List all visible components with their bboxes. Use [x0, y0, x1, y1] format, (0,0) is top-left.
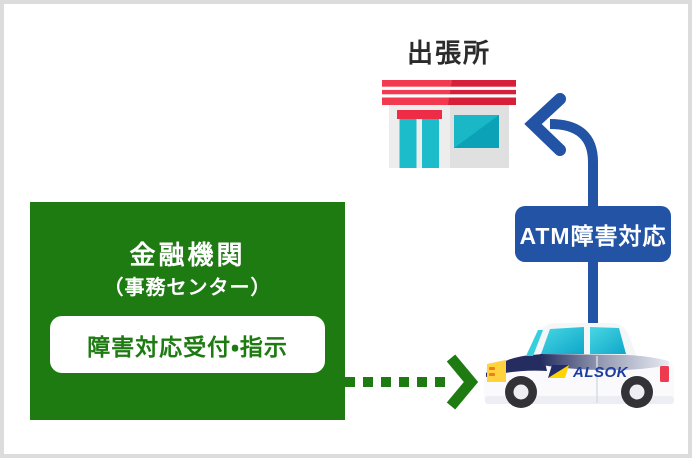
branch-office-icon — [382, 80, 516, 168]
institution-subtitle: （事務センター） — [103, 277, 272, 299]
alsok-logo-flag-navy — [548, 365, 569, 378]
car-taillight — [660, 366, 669, 382]
atm-response-badge: ATM障害対応 — [515, 206, 671, 262]
atm-response-badge-label: ATM障害対応 — [519, 223, 667, 249]
car-windshield — [541, 327, 584, 354]
awning-stripe — [382, 86, 516, 90]
dispatch-arrowhead — [446, 354, 479, 410]
car-a-pillar-stripe — [526, 330, 543, 356]
store-window-highlight — [454, 115, 499, 148]
branch-office-label: 出張所 — [406, 38, 491, 68]
store-door-header — [397, 110, 442, 119]
store-awning-shade — [448, 80, 516, 105]
action-pill-label: 障害対応受付・指示 — [87, 333, 288, 360]
car-side-window — [590, 327, 626, 354]
action-pill: 障害対応受付・指示 — [50, 316, 325, 373]
store-door-left — [399, 119, 417, 168]
car-wheel-front-hub — [513, 384, 529, 400]
atm-response-arrowhead — [524, 93, 566, 156]
institution-box: 金融機関 （事務センター） 障害対応受付・指示 — [30, 202, 345, 420]
headlight-dash — [489, 367, 495, 370]
store-door-right — [422, 119, 439, 168]
awning-stripe — [382, 94, 516, 98]
diagram-canvas: 出張所 ATM障害対応 金融機関 （事務センター） 障害対応受付・ — [0, 0, 692, 458]
alsok-brand-text: ALSOK — [572, 364, 629, 381]
headlight-dash — [489, 373, 495, 376]
car-headlight-wedge — [487, 360, 506, 382]
car-swoosh-belt — [540, 354, 669, 371]
alsok-security-car-icon: ALSOK — [484, 323, 674, 408]
car-wheel-rear-hub — [629, 384, 645, 400]
institution-title: 金融機関 — [129, 240, 246, 270]
